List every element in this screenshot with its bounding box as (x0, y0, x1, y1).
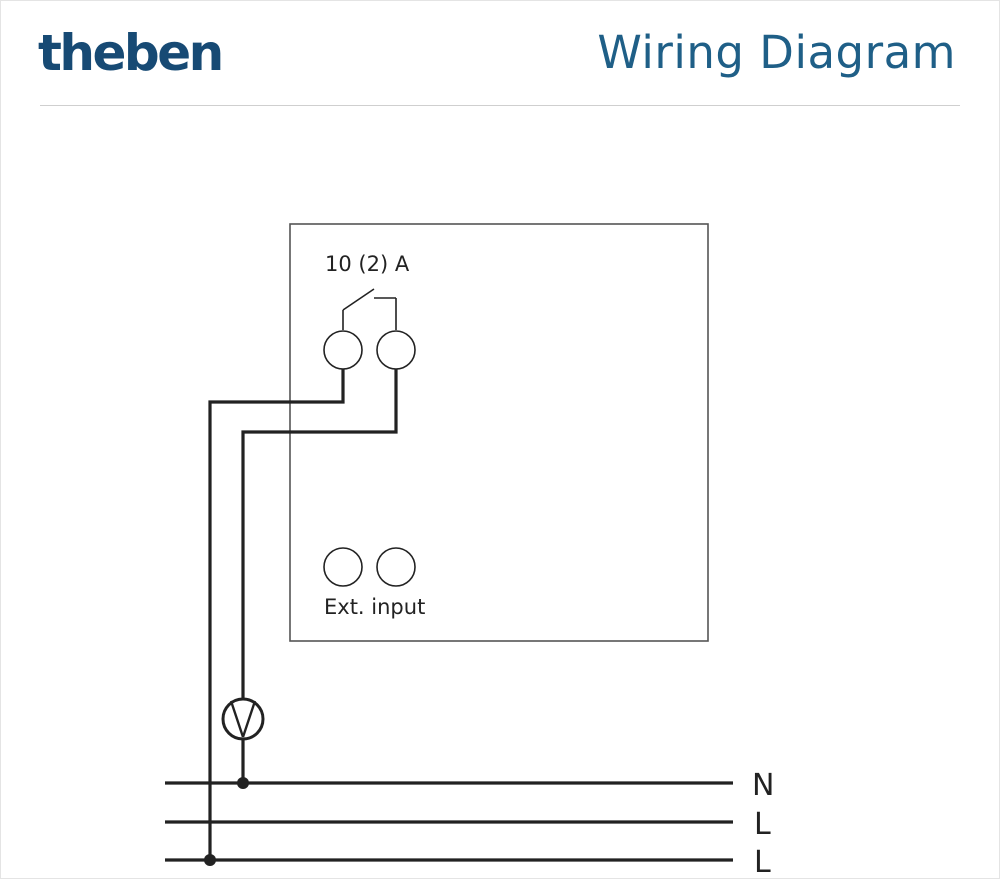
junction-neutral (237, 777, 249, 789)
lamp-load-symbol (221, 697, 265, 741)
neutral-label: N (752, 768, 774, 803)
wire-relay-to-load (241, 369, 398, 699)
ext-input-label: Ext. input (324, 595, 425, 619)
line-2-label: L (754, 845, 771, 879)
relay-contact-symbol (342, 288, 397, 330)
relay-rating-label: 10 (2) A (325, 252, 410, 276)
relay-terminal-2 (376, 330, 416, 370)
wire-relay-to-line (208, 369, 345, 860)
ext-input-terminal-2 (376, 547, 416, 587)
header-divider (40, 105, 960, 106)
junction-line (204, 854, 216, 866)
ext-input-terminal-1 (323, 547, 363, 587)
page-title: Wiring Diagram (597, 26, 956, 79)
theben-logo: theben (38, 24, 224, 82)
relay-terminal-1 (323, 330, 363, 370)
line-1-label: L (754, 807, 771, 842)
